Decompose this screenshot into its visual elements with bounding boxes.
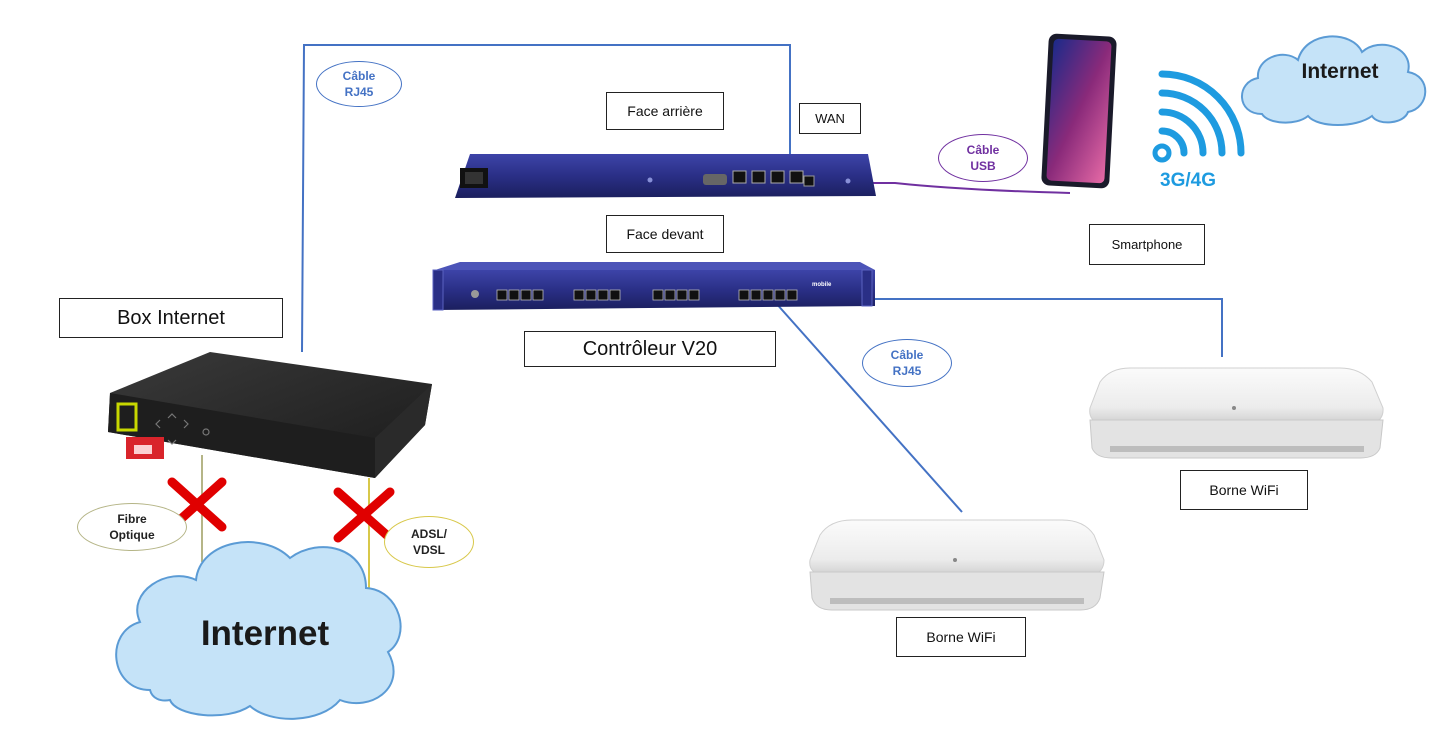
oval-line-2: Optique (109, 528, 155, 542)
oval-line-1: Câble (966, 143, 1000, 157)
oval-line-2: USB (970, 159, 996, 173)
smartphone-label: Smartphone (1089, 224, 1205, 265)
oval-line-1: Fibre (117, 512, 147, 526)
internet-cloud-bottom (115, 541, 402, 720)
smartphone-device (1041, 33, 1117, 189)
adsl-cross-icon (333, 487, 395, 543)
cable-usb-oval: Câble USB (938, 134, 1028, 182)
cable-rj45-mid-oval: Câble RJ45 (862, 339, 952, 387)
fibre-oval: Fibre Optique (77, 503, 187, 551)
access-point-right (1089, 367, 1384, 459)
internet-cloud-top (1241, 35, 1427, 126)
mobile-logo: mobile (812, 282, 832, 288)
access-point-bottom (809, 519, 1105, 611)
oval-line-1: ADSL/ (411, 527, 447, 541)
rj45-line-controller-to-ap-right (855, 298, 1223, 357)
controller-front-panel: mobile (432, 262, 875, 311)
box-internet-device (108, 352, 432, 478)
borne-wifi-bottom-label: Borne WiFi (896, 617, 1026, 657)
signal-icon (1152, 70, 1245, 163)
face-arriere-label: Face arrière (606, 92, 724, 130)
adsl-oval: ADSL/ VDSL (384, 516, 474, 568)
controleur-label: Contrôleur V20 (524, 331, 776, 367)
box-internet-label: Box Internet (59, 298, 283, 338)
rj45-line-controller-to-ap-bottom (774, 301, 963, 513)
usb-line (812, 182, 1071, 194)
controller-rear-panel (455, 154, 876, 198)
rj45-line-box-to-wan (301, 44, 791, 353)
face-devant-label: Face devant (606, 215, 724, 253)
signal-label: 3G/4G (1160, 170, 1216, 191)
oval-line-1: Câble (342, 69, 376, 83)
oval-line-2: VDSL (412, 543, 445, 557)
internet-bottom-label: Internet (200, 614, 330, 653)
internet-top-label: Internet (1301, 60, 1379, 83)
oval-line-1: Câble (890, 348, 924, 362)
oval-line-2: RJ45 (344, 85, 374, 99)
oval-line-2: RJ45 (892, 364, 922, 378)
borne-wifi-right-label: Borne WiFi (1180, 470, 1308, 510)
wan-label: WAN (799, 103, 861, 134)
cable-rj45-top-oval: Câble RJ45 (316, 61, 402, 107)
